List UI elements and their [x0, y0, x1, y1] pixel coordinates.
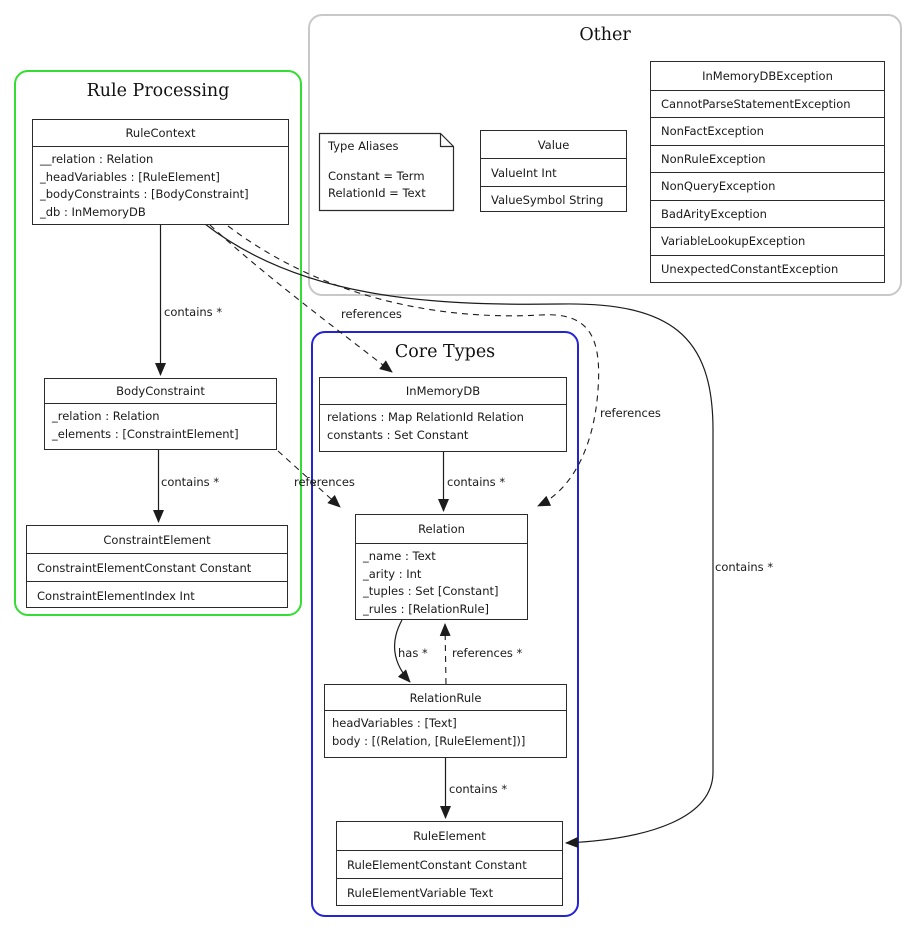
- class-inmemorydb-title: InMemoryDB: [320, 378, 566, 405]
- attr: headVariables : [Text]: [332, 716, 457, 730]
- variant-row: ConstraintElementIndex Int: [27, 581, 287, 609]
- attr: relations : Map RelationId Relation: [327, 410, 524, 424]
- attr: constants : Set Constant: [327, 427, 469, 442]
- group-title-rule-processing: Rule Processing: [86, 81, 230, 101]
- class-bodyconstraint: BodyConstraint _relation : Relation _ele…: [44, 378, 277, 450]
- class-ruleelement-title: RuleElement: [413, 829, 486, 843]
- edge-rulecontext-references-relation: [227, 225, 600, 507]
- variant-row: ConstraintElementConstant Constant: [27, 553, 287, 581]
- group-rule-processing: Rule Processing: [14, 70, 302, 616]
- attr: _arity : Int: [363, 566, 422, 581]
- class-relation-attrs: _name : Text _arity : Int _tuples : Set …: [356, 544, 527, 618]
- class-rulecontext-attrs: __relation : Relation _headVariables : […: [33, 147, 288, 221]
- edge-label: contains *: [715, 560, 773, 574]
- variant-row: NonFactException: [651, 117, 884, 145]
- variant-row: NonRuleException: [651, 144, 884, 173]
- class-rulecontext: RuleContext __relation : Relation _headV…: [32, 119, 289, 225]
- class-inmemorydb-attrs: relations : Map RelationId Relation cons…: [320, 405, 566, 444]
- edge-rulecontext-contains-ruleelement: [204, 223, 714, 848]
- variant-row: UnexpectedConstantException: [651, 254, 884, 283]
- class-relation: Relation _name : Text _arity : Int _tupl…: [355, 514, 528, 620]
- edge-label: contains *: [449, 782, 507, 796]
- class-relation-title: Relation: [356, 515, 527, 544]
- variant-row: RuleElementVariable Text: [337, 878, 562, 906]
- variant-row: RuleElementConstant Constant: [337, 850, 562, 878]
- class-inmemorydbexception-title: InMemoryDBException: [702, 68, 833, 83]
- note-gap: [328, 155, 426, 168]
- note-outline: [318, 132, 455, 212]
- class-relationrule-title: RelationRule: [325, 685, 566, 711]
- class-value: Value ValueInt Int ValueSymbol String: [480, 130, 627, 212]
- group-title-other: Other: [579, 25, 631, 45]
- edge-label: contains *: [161, 475, 219, 489]
- attr: _elements : [ConstraintElement]: [52, 426, 239, 441]
- edge-label: references *: [452, 646, 523, 660]
- attr: _tuples : Set [Constant]: [363, 584, 499, 598]
- variant-row: VariableLookupException: [651, 227, 884, 255]
- note-line: Constant = Term: [328, 169, 425, 183]
- edge-bodyconstraint-references-relation: [277, 450, 341, 508]
- class-value-title: Value: [537, 137, 570, 152]
- class-bodyconstraint-title: BodyConstraint: [45, 379, 276, 404]
- variant-row: CannotParseStatementException: [651, 89, 884, 118]
- class-bodyconstraint-attrs: _relation : Relation _elements : [Constr…: [45, 404, 276, 443]
- attr: __relation : Relation: [40, 152, 154, 166]
- variant-row: BadArityException: [651, 199, 884, 228]
- note-title: Type Aliases: [328, 139, 399, 153]
- edge-label: has *: [398, 646, 428, 660]
- variant-row: NonQueryException: [651, 172, 884, 200]
- edge-label: contains *: [164, 305, 222, 319]
- edge-label: contains *: [447, 475, 505, 489]
- variant-row: ValueSymbol String: [481, 186, 626, 213]
- class-rulecontext-title: RuleContext: [33, 120, 288, 147]
- edge-label: references: [294, 475, 355, 489]
- attr: _name : Text: [363, 549, 436, 563]
- class-ruleelement: RuleElement RuleElementConstant Constant…: [336, 821, 563, 906]
- class-inmemorydbexception: InMemoryDBException CannotParseStatement…: [650, 61, 885, 283]
- class-inmemorydb: InMemoryDB relations : Map RelationId Re…: [319, 377, 567, 452]
- edge-relation-has-relationrule: [393, 619, 411, 683]
- edge-rulecontext-references-inmemorydb: [209, 224, 393, 373]
- group-title-core-types: Core Types: [394, 342, 496, 362]
- attr: _rules : [RelationRule]: [363, 601, 490, 616]
- attr: _bodyConstraints : [BodyConstraint]: [40, 187, 249, 201]
- attr: _headVariables : [RuleElement]: [40, 169, 220, 184]
- attr: _db : InMemoryDB: [40, 204, 146, 219]
- class-constraintelement-title: ConstraintElement: [103, 532, 211, 547]
- edge-relationrule-references-relation: [439, 623, 451, 685]
- class-relationrule-attrs: headVariables : [Text] body : [(Relation…: [325, 711, 566, 750]
- group-core-types: Core Types: [311, 331, 579, 917]
- edge-label: references: [600, 406, 661, 420]
- class-constraintelement: ConstraintElement ConstraintElementConst…: [26, 525, 288, 608]
- class-relationrule: RelationRule headVariables : [Text] body…: [324, 684, 567, 758]
- variant-row: ValueInt Int: [481, 158, 626, 186]
- edge-label: references: [341, 307, 402, 321]
- note-type-aliases: Type Aliases Constant = Term RelationId …: [328, 138, 426, 202]
- attr: _relation : Relation: [52, 409, 160, 423]
- note-line: RelationId = Text: [328, 186, 426, 200]
- attr: body : [(Relation, [RuleElement])]: [332, 733, 526, 748]
- group-other: Other: [308, 14, 902, 296]
